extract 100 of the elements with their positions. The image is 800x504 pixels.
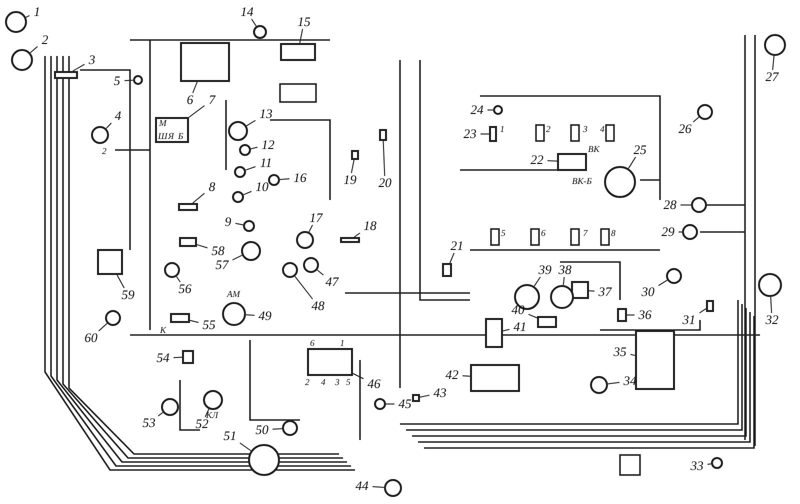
component-symbol xyxy=(179,237,197,247)
cylinder-number: 5 xyxy=(501,228,506,238)
leader-line xyxy=(243,190,252,196)
leader-line xyxy=(196,244,208,248)
callout-number: 36 xyxy=(634,308,656,322)
round-component-symbol xyxy=(303,257,319,273)
leader-line xyxy=(279,178,290,180)
callout-number: 39 xyxy=(534,263,556,277)
callout-number: 16 xyxy=(290,171,310,185)
terminal-label: 6 xyxy=(310,338,314,348)
callout-number: 46 xyxy=(364,377,384,391)
callout-number: 41 xyxy=(510,320,530,334)
round-component-symbol xyxy=(164,262,180,278)
leader-line xyxy=(98,322,108,332)
leader-line xyxy=(116,274,125,288)
component-symbol xyxy=(706,300,714,312)
component-symbol xyxy=(379,129,387,141)
leader-line xyxy=(192,82,198,94)
round-component-symbol xyxy=(222,302,246,326)
terminal-label: ВК-Б xyxy=(572,176,592,186)
callout-number: 43 xyxy=(430,386,450,400)
round-component-symbol xyxy=(682,224,698,240)
leader-line xyxy=(251,18,257,27)
callout-number: 17 xyxy=(306,211,326,225)
leader-line xyxy=(272,428,283,430)
callout-number: 23 xyxy=(460,127,480,141)
leader-line xyxy=(246,120,256,126)
leader-line xyxy=(528,314,538,318)
leader-line xyxy=(534,276,541,287)
callout-number: 37 xyxy=(594,285,616,299)
round-component-symbol xyxy=(5,11,27,33)
callout-number: 28 xyxy=(660,198,680,212)
callout-number: 27 xyxy=(762,70,782,84)
callout-number: 50 xyxy=(252,423,272,437)
callout-number: 7 xyxy=(204,93,220,107)
leader-line xyxy=(245,314,255,316)
round-component-symbol xyxy=(493,105,503,115)
leader-line xyxy=(707,463,712,465)
leader-line xyxy=(72,64,85,72)
component-symbol xyxy=(557,153,587,171)
leader-line xyxy=(235,222,244,226)
callout-number: 9 xyxy=(220,215,236,229)
leader-line xyxy=(250,146,258,150)
round-component-symbol xyxy=(758,273,782,297)
component-symbol xyxy=(470,364,520,392)
leader-line xyxy=(294,276,314,300)
round-component-symbol xyxy=(105,310,121,326)
leader-line xyxy=(308,224,313,232)
leader-line xyxy=(382,140,386,176)
leader-line xyxy=(232,254,242,260)
component-symbol xyxy=(340,237,360,243)
callout-number: 10 xyxy=(252,180,272,194)
component-symbol xyxy=(180,42,230,82)
callout-number: 4 xyxy=(110,109,126,123)
callout-number: 30 xyxy=(638,285,658,299)
leader-line xyxy=(354,232,360,238)
cylinder-number: 7 xyxy=(583,228,588,238)
callout-number: 45 xyxy=(394,397,416,411)
round-component-symbol xyxy=(234,166,246,178)
leader-line xyxy=(607,382,620,384)
component-symbol xyxy=(485,318,503,348)
callout-number: 3 xyxy=(84,53,100,67)
callout-number: 25 xyxy=(630,143,650,157)
cylinder-number: 8 xyxy=(611,228,616,238)
terminal-label: Б xyxy=(178,131,184,141)
cylinder-number: 3 xyxy=(583,124,588,134)
round-component-symbol xyxy=(374,398,386,410)
round-component-symbol xyxy=(697,104,713,120)
round-component-symbol xyxy=(282,420,298,436)
round-component-symbol xyxy=(241,241,261,261)
leader-line xyxy=(316,270,324,276)
leader-line xyxy=(588,290,595,292)
callout-number: 6 xyxy=(182,93,198,107)
round-component-symbol xyxy=(764,34,786,56)
terminal-label: 5 xyxy=(346,377,350,387)
callout-number: 47 xyxy=(322,275,342,289)
round-component-symbol xyxy=(232,191,244,203)
callout-number: 38 xyxy=(554,263,576,277)
leader-line xyxy=(158,412,164,416)
round-component-symbol xyxy=(203,390,223,410)
leader-line xyxy=(699,308,706,314)
callout-number: 44 xyxy=(352,479,372,493)
callout-number: 54 xyxy=(152,351,174,365)
component-symbol xyxy=(280,43,316,61)
leader-line xyxy=(173,356,182,358)
leader-line xyxy=(462,375,470,377)
round-component-symbol xyxy=(711,457,723,469)
callout-number: 13 xyxy=(256,107,276,121)
leader-line xyxy=(245,166,256,171)
cylinder-number: 4 xyxy=(600,124,604,134)
terminal-label: 4 xyxy=(321,377,326,387)
callout-number: 2 xyxy=(38,33,52,47)
callout-number: 56 xyxy=(174,282,196,296)
component-symbol xyxy=(442,263,452,277)
component-symbol xyxy=(537,316,557,328)
terminal-label: 1 xyxy=(340,338,344,348)
round-component-symbol xyxy=(691,197,707,213)
leader-line xyxy=(106,122,112,129)
callout-number: 60 xyxy=(80,331,102,345)
terminal-label: Я xyxy=(168,131,174,141)
